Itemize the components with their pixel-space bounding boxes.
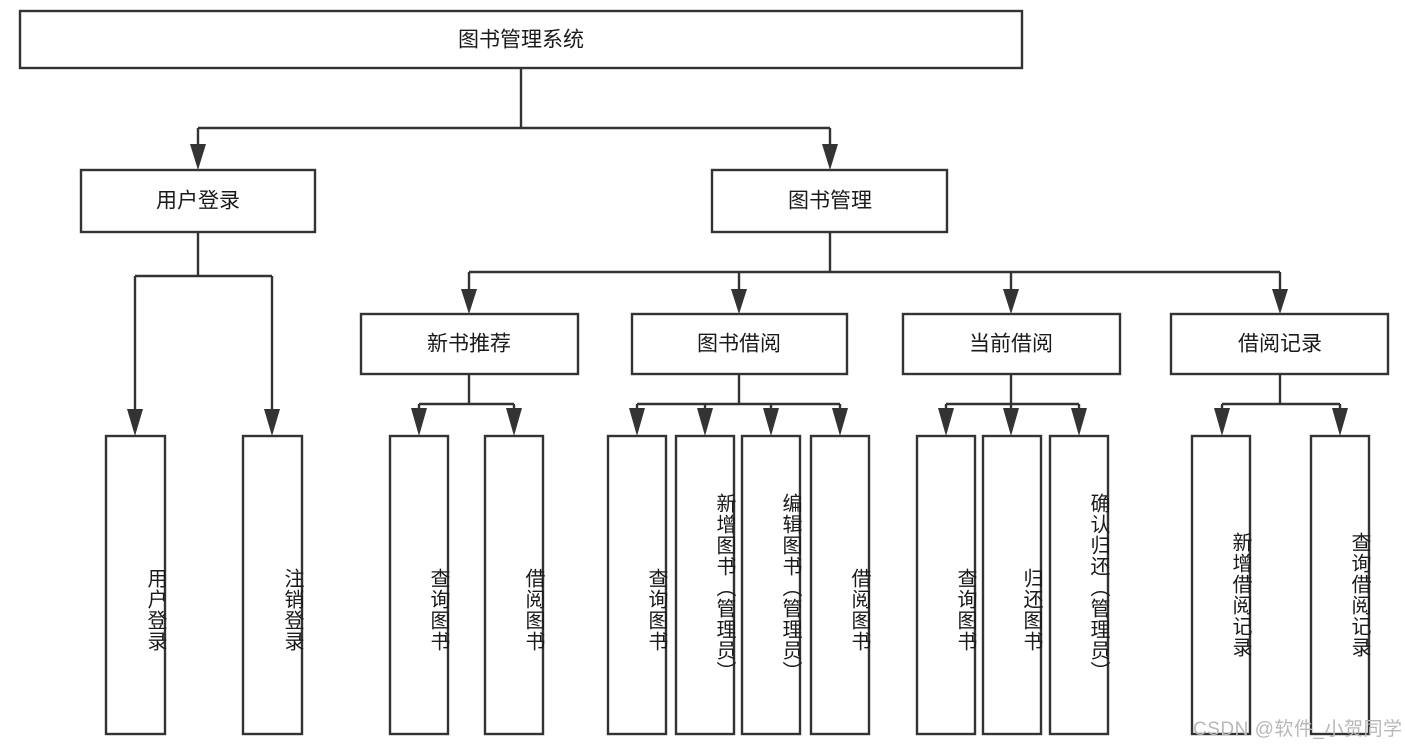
leaf-box-return-book[interactable] bbox=[981, 434, 1043, 736]
connectors-borrow-record-to-leaves bbox=[1214, 374, 1348, 436]
leaf-box-logout[interactable] bbox=[241, 434, 304, 736]
connectors-current-borrow-to-leaves bbox=[938, 374, 1087, 436]
leaf-box-query-book-1[interactable] bbox=[388, 434, 450, 736]
arrow-bo-leaf-2 bbox=[697, 408, 713, 436]
node-user-login-label: 用户登录 bbox=[156, 190, 240, 213]
leaf-box-add-book-admin[interactable] bbox=[674, 434, 736, 736]
arrow-bo-leaf-3 bbox=[763, 408, 779, 436]
arrow-current-borrow bbox=[1003, 289, 1019, 314]
node-borrow-record-label: 借阅记录 bbox=[1238, 333, 1322, 356]
arrow-nb-leaf-1 bbox=[411, 408, 427, 436]
leaf-box-add-borrow-record[interactable] bbox=[1190, 434, 1252, 736]
arrow-br-leaf-2 bbox=[1332, 408, 1348, 436]
leaf-box-query-borrow-record[interactable] bbox=[1309, 434, 1371, 736]
node-current-borrow-label: 当前借阅 bbox=[969, 333, 1053, 356]
connectors-user-login-to-leaves bbox=[127, 232, 280, 436]
node-user-login[interactable] bbox=[79, 168, 317, 234]
leaf-box-query-book-3[interactable] bbox=[915, 434, 977, 736]
arrow-leaf-user-login bbox=[127, 409, 143, 436]
leaf-box-edit-book-admin[interactable] bbox=[740, 434, 802, 736]
node-book-borrow[interactable] bbox=[630, 312, 849, 376]
leaf-box-user-login[interactable] bbox=[104, 434, 167, 736]
connectors-book-mgmt-to-level3 bbox=[461, 232, 1288, 314]
arrow-bo-leaf-1 bbox=[629, 408, 645, 436]
arrow-cb-leaf-3 bbox=[1071, 408, 1087, 436]
arrow-new-book bbox=[461, 289, 477, 314]
leaf-box-query-book-2[interactable] bbox=[606, 434, 668, 736]
arrow-nb-leaf-2 bbox=[506, 408, 522, 436]
arrow-cb-leaf-1 bbox=[938, 408, 954, 436]
node-new-book-recommend-label: 新书推荐 bbox=[427, 333, 511, 356]
arrow-book-mgmt bbox=[822, 144, 838, 170]
node-book-borrow-label: 图书借阅 bbox=[697, 333, 781, 356]
csdn-watermark: CSDN @软件_小贺同学 bbox=[1193, 719, 1403, 740]
leaf-box-borrow-book-2[interactable] bbox=[809, 434, 871, 736]
node-borrow-record[interactable] bbox=[1169, 312, 1390, 376]
arrow-borrow-record bbox=[1272, 289, 1288, 314]
leaf-box-borrow-book-1[interactable] bbox=[483, 434, 545, 736]
node-book-management-label: 图书管理 bbox=[788, 190, 872, 213]
arrow-borrow bbox=[731, 289, 747, 314]
arrow-bo-leaf-4 bbox=[832, 408, 848, 436]
node-root-label: 图书管理系统 bbox=[458, 29, 584, 52]
arrow-leaf-logout bbox=[264, 409, 280, 436]
connectors-borrow-to-leaves bbox=[629, 374, 848, 436]
arrow-cb-leaf-2 bbox=[1003, 408, 1019, 436]
node-current-borrow[interactable] bbox=[901, 312, 1122, 376]
arrow-br-leaf-1 bbox=[1214, 408, 1230, 436]
connectors-root-to-level2 bbox=[190, 68, 838, 170]
node-new-book-recommend[interactable] bbox=[359, 312, 580, 376]
connectors-new-book-to-leaves bbox=[411, 374, 522, 436]
leaf-box-confirm-return-admin[interactable] bbox=[1048, 434, 1110, 736]
node-book-management[interactable] bbox=[710, 168, 949, 234]
node-root[interactable] bbox=[18, 9, 1024, 70]
arrow-user-login bbox=[190, 144, 206, 170]
